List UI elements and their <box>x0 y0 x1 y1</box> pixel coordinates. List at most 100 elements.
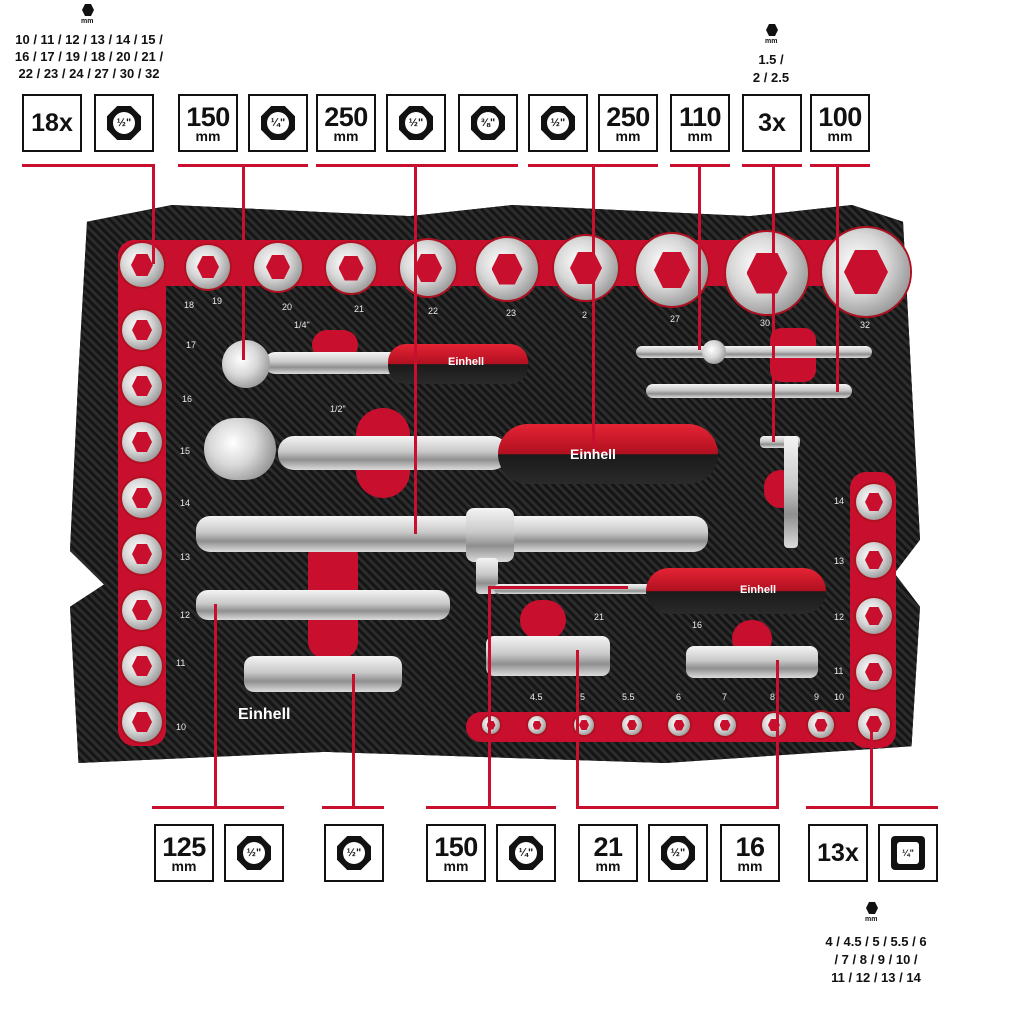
size-label: 22 <box>428 306 439 316</box>
callout-line <box>776 660 779 808</box>
socket <box>254 243 302 291</box>
ratchet-small-head <box>222 340 270 388</box>
count-text: 13x <box>817 838 859 867</box>
drive-half-icon: ½" <box>661 836 695 870</box>
drive-box: ½" <box>224 824 284 882</box>
size-label: 14 <box>180 498 191 508</box>
finger-recess <box>520 600 566 640</box>
size-label: 10 <box>176 722 187 732</box>
size-label: 21 <box>354 304 365 314</box>
callout-line <box>488 586 491 808</box>
socket <box>122 422 162 462</box>
size-label: 2 <box>582 310 588 320</box>
size-label: 27 <box>670 314 681 324</box>
socket <box>856 484 892 520</box>
callout-line <box>316 164 518 167</box>
drive-box: ¼" <box>248 94 308 152</box>
length-unit: mm <box>195 127 221 144</box>
callout-line <box>810 164 870 167</box>
socket <box>668 714 690 736</box>
tbar-slider <box>466 508 514 562</box>
plug-16-label: 16 <box>692 620 703 630</box>
length-value: 250 <box>606 101 650 132</box>
callout-line <box>322 806 384 809</box>
callout-line <box>214 604 217 808</box>
socket <box>808 712 834 738</box>
small-sizes-line-1: 4 / 4.5 / 5 / 5.5 / 6 <box>825 934 927 949</box>
drive-box: ⅜" <box>458 94 518 152</box>
callout-line <box>426 806 556 809</box>
extension-125 <box>196 590 450 620</box>
size-label: 11 <box>834 666 844 676</box>
callout-line <box>576 650 579 808</box>
plug-21-label: 21 <box>594 612 605 622</box>
size-label: 13 <box>180 552 191 562</box>
socket <box>622 715 642 735</box>
callout-line <box>806 806 938 809</box>
hex-unit-label: mm <box>81 18 94 25</box>
ratchet-large-head <box>204 418 276 480</box>
drive-box: ½" <box>648 824 708 882</box>
hex-icon <box>82 4 94 16</box>
size-label: 17 <box>186 340 197 350</box>
length-value: 150 <box>186 101 230 132</box>
callout-line <box>870 724 873 808</box>
socket <box>858 708 890 740</box>
extension-100 <box>646 384 852 398</box>
socket <box>122 310 162 350</box>
socket <box>574 715 594 735</box>
socket <box>122 702 162 742</box>
tray-brand-logo: Einhell <box>238 706 291 723</box>
ratchet-large-handle <box>498 424 718 484</box>
socket-sizes-line-2: 16 / 17 / 19 / 18 / 20 / 21 / <box>14 49 164 64</box>
size-label: 12 <box>834 612 845 622</box>
socket <box>122 646 162 686</box>
callout-line <box>152 164 155 264</box>
count-box: 18x <box>22 94 82 152</box>
size-label: 9 <box>814 692 820 702</box>
tbar-stem <box>476 558 498 594</box>
length-unit: mm <box>171 857 197 874</box>
brand-logo: Einhell <box>570 446 616 462</box>
socket <box>122 478 162 518</box>
extension-110 <box>636 346 872 358</box>
socket <box>400 240 456 296</box>
callout-line <box>698 164 701 350</box>
socket <box>122 534 162 574</box>
socket <box>528 716 546 734</box>
callout-line <box>242 164 245 360</box>
callout-line <box>488 586 628 589</box>
socket <box>856 598 892 634</box>
size-label: 15 <box>180 446 191 456</box>
count-text: 18x <box>31 108 73 137</box>
allen-sizes-line-2: 2 / 2.5 <box>752 70 790 85</box>
drive-three-eighths-icon: ⅜" <box>471 106 505 140</box>
socket <box>476 238 538 300</box>
extension-110-end <box>702 340 726 364</box>
universal-joint <box>244 656 402 692</box>
drive-half-icon: ½" <box>107 106 141 140</box>
length-unit: mm <box>595 857 621 874</box>
size-label: 11 <box>176 658 186 668</box>
ratchet-quarter-label: 1/4" <box>294 320 310 330</box>
hex-unit-label: mm <box>865 916 878 923</box>
ratchet-small-handle <box>388 344 528 384</box>
size-label: 4.5 <box>530 692 543 702</box>
callout-line <box>152 806 284 809</box>
ratchet-half-label: 1/2" <box>330 404 346 414</box>
callout-line <box>836 164 839 392</box>
drive-box: ½" <box>386 94 446 152</box>
size-label: 5.5 <box>622 692 635 702</box>
callout-line <box>414 164 417 534</box>
length-unit: mm <box>443 857 469 874</box>
brand-logo: Einhell <box>740 584 777 596</box>
length-value: 250 <box>324 101 368 132</box>
allen-unit-label: mm <box>765 38 778 45</box>
callout-line <box>576 806 779 809</box>
allen-key-long <box>784 436 798 548</box>
callout-line <box>352 674 355 808</box>
size-label: 23 <box>506 308 517 318</box>
